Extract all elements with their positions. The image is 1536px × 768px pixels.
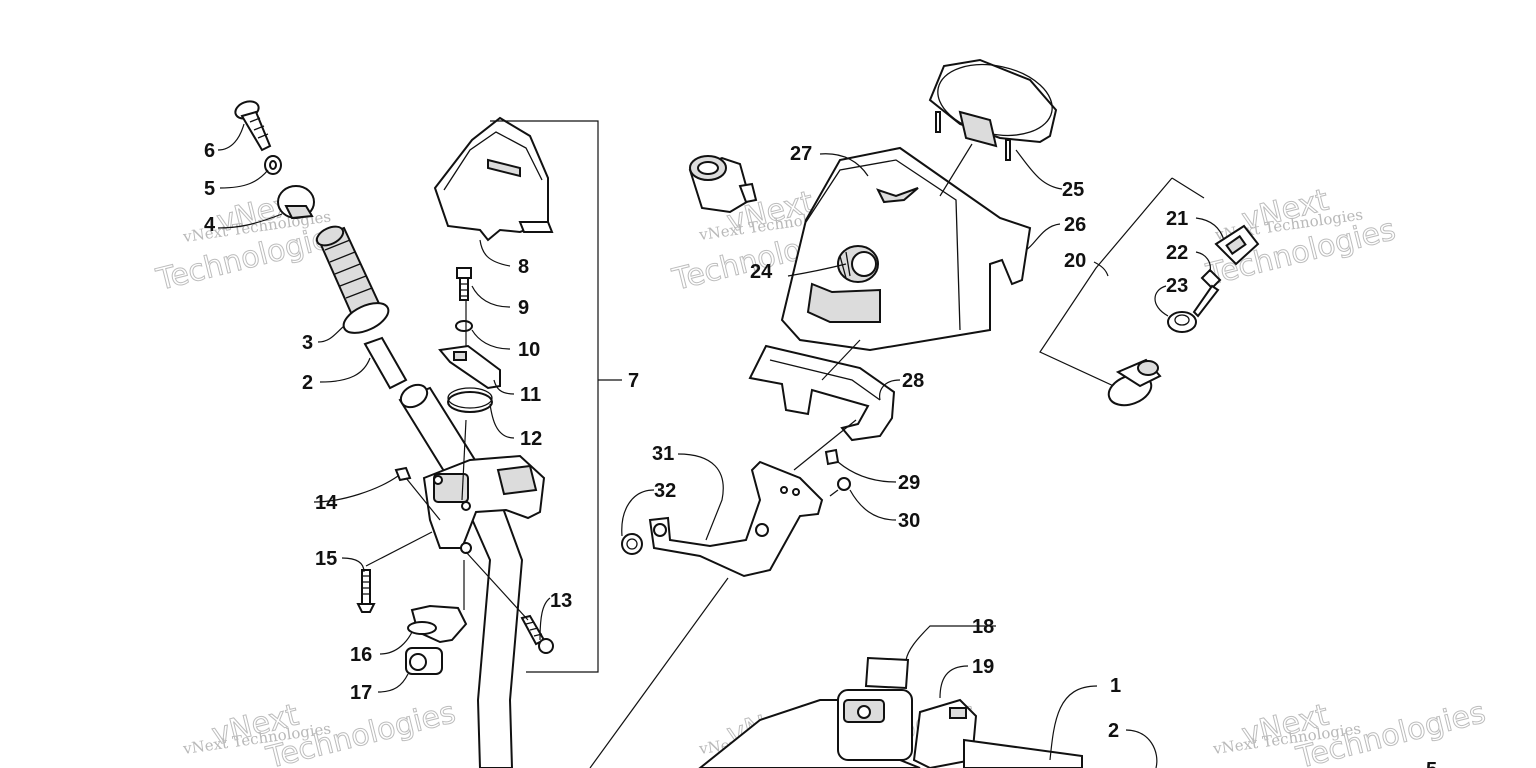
callout-15: 15 <box>315 548 337 570</box>
throttle-cover-part-8 <box>433 116 554 242</box>
callout-31: 31 <box>652 443 674 465</box>
callout-25: 25 <box>1062 179 1084 201</box>
nut-part-23 <box>1167 311 1197 333</box>
assembly-lines-left <box>365 300 529 621</box>
callout-17: 17 <box>350 682 372 704</box>
callout-labels: 1 2 3 4 5 6 7 8 9 10 11 12 13 14 15 16 1… <box>204 140 1437 768</box>
callout-18: 18 <box>972 616 994 638</box>
callout-6: 6 <box>204 140 215 162</box>
callout-22: 22 <box>1166 242 1188 264</box>
callout-27: 27 <box>790 143 812 165</box>
screw-part-13 <box>520 614 554 654</box>
callout-24: 24 <box>750 261 773 283</box>
key-switch-part-21 <box>1214 224 1260 266</box>
bracket-part-31 <box>648 460 824 578</box>
knob-part-20 <box>1107 358 1162 407</box>
callout-2: 2 <box>302 372 313 394</box>
bolt-part-6 <box>234 100 272 152</box>
leader-lines <box>217 123 1225 768</box>
key-part-22 <box>1192 268 1222 318</box>
lever-part-11 <box>438 344 501 390</box>
screw-part-15 <box>356 569 376 613</box>
callout-13: 13 <box>550 590 572 612</box>
callout-8: 8 <box>518 256 529 278</box>
screw-part-30 <box>829 477 851 497</box>
callout-20: 20 <box>1064 250 1086 272</box>
screw-part-9 <box>456 267 472 301</box>
grip-part-3 <box>315 225 390 334</box>
callout-4: 4 <box>204 214 216 236</box>
clamp-part-16-17 <box>405 604 468 675</box>
dash-pod-part-26 <box>780 146 1032 352</box>
callout-16: 16 <box>350 644 372 666</box>
callout-5: 5 <box>204 178 215 200</box>
spring-part-12 <box>447 387 493 413</box>
callout-11: 11 <box>520 384 541 406</box>
callout-28: 28 <box>902 370 924 392</box>
bracket-part-7 <box>490 120 599 673</box>
watermark-bottom-left: vNext Technologies vNext Technologies <box>181 695 459 768</box>
callout-29: 29 <box>898 472 920 494</box>
grommet-part-32 <box>621 533 643 555</box>
callout-14: 14 <box>315 492 338 514</box>
callout-26: 26 <box>1064 214 1086 236</box>
washer-part-5 <box>264 155 282 175</box>
callout-30: 30 <box>898 510 920 532</box>
callout-12: 12 <box>520 428 542 450</box>
callout-1: 1 <box>1110 675 1121 697</box>
washer-part-10 <box>455 320 473 332</box>
callout-32: 32 <box>654 480 676 502</box>
handlebar-right <box>698 656 1083 768</box>
screw-part-14 <box>394 466 412 482</box>
callout-3: 3 <box>302 332 313 354</box>
nut-part-29 <box>824 448 840 466</box>
bracket-part-20 <box>1039 177 1205 389</box>
callout-23: 23 <box>1166 275 1188 297</box>
watermark-bottom-right: vNext Technologies vNext Technologies <box>1211 695 1489 768</box>
gauge-part-25 <box>928 58 1058 161</box>
callout-2-right: 2 <box>1108 720 1119 742</box>
bar-end-part-4 <box>277 185 315 220</box>
callout-5-right: 5 <box>1426 759 1437 768</box>
bezel-part-28 <box>748 344 896 442</box>
callout-7: 7 <box>628 370 639 392</box>
switch-part-24 <box>837 245 879 283</box>
callout-10: 10 <box>518 339 540 361</box>
callout-21: 21 <box>1166 208 1188 230</box>
callout-9: 9 <box>518 297 529 319</box>
assembly-lines-center <box>589 143 973 768</box>
socket-part-27 <box>688 155 758 214</box>
callout-19: 19 <box>972 656 994 678</box>
throttle-housing <box>422 454 546 554</box>
